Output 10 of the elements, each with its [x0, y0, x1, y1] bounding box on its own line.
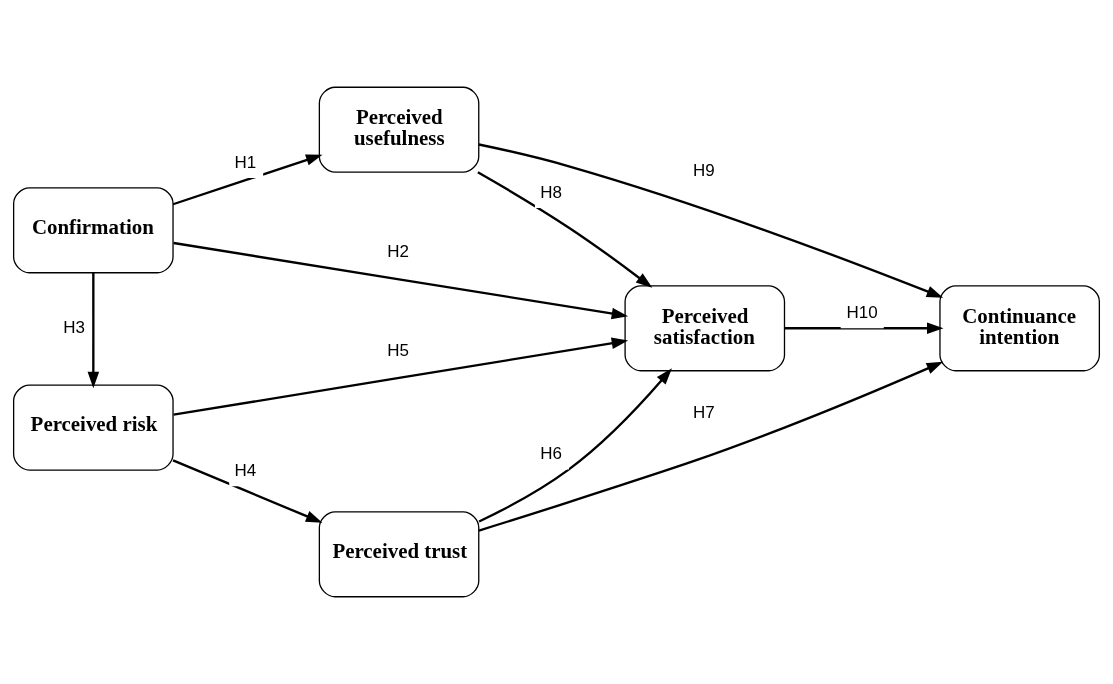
edge-label: H1	[234, 153, 257, 173]
edge-label: H5	[387, 341, 410, 361]
edge-label: H10	[846, 303, 878, 323]
edge-label: H6	[540, 444, 562, 464]
edge-label: H9	[693, 160, 715, 180]
edge-label: H2	[387, 241, 410, 261]
edge-label: H4	[234, 461, 257, 481]
edge-label: H8	[540, 183, 562, 203]
edge-label: H7	[693, 402, 715, 422]
edge-label: H3	[63, 318, 85, 338]
